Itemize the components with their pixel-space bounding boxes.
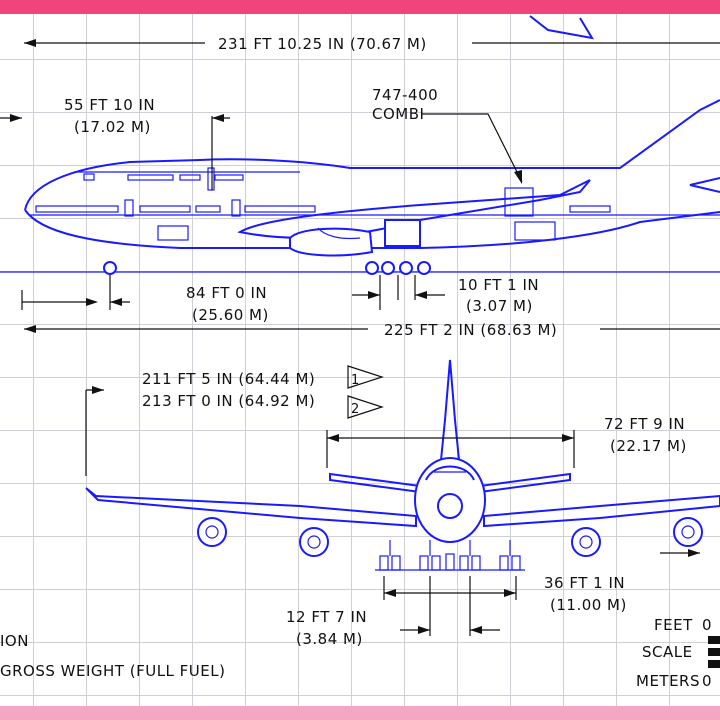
upper-dim-m: (17.02 M) [74, 118, 151, 136]
model-variant: COMBI [372, 105, 424, 123]
gear-track-m: (11.00 M) [550, 596, 627, 614]
scale-bar-mid [708, 648, 720, 656]
legend-feet: FEET [654, 616, 693, 634]
main-gear-wheels [365, 261, 431, 275]
legend-meters: METERS [636, 672, 700, 690]
scale-legend: FEET 0 SCALE METERS 0 [636, 616, 720, 690]
upper-windows [83, 173, 244, 181]
gear-spacing-ft: 10 FT 1 IN [458, 276, 539, 294]
wing-left-front [85, 487, 417, 528]
stabilizer-right [479, 472, 571, 494]
front-view [85, 359, 720, 571]
footnote-2: GROSS WEIGHT (FULL FUEL) [0, 662, 225, 680]
stabilizer-left [329, 472, 421, 494]
note-2: 2 [351, 402, 360, 417]
footnote-1: ION [0, 632, 29, 650]
wingspan-1: 211 FT 5 IN (64.44 M) [142, 370, 315, 388]
stabilizer-span-ft: 72 FT 9 IN [604, 415, 685, 433]
tail-fin-top [529, 15, 594, 40]
wheelbase-ft: 84 FT 0 IN [186, 284, 267, 302]
legend-scale: SCALE [642, 643, 693, 661]
top-border-bar [0, 0, 720, 14]
fuselage-length-label: 225 FT 2 IN (68.63 M) [384, 321, 557, 339]
legend-feet-zero: 0 [702, 616, 712, 634]
tail-horizontal [689, 177, 720, 193]
main-windows [35, 167, 611, 217]
nose-width-ft: 12 FT 7 IN [286, 608, 367, 626]
wing-right-front [483, 494, 720, 528]
note-1: 1 [351, 373, 360, 388]
nose-width-m: (3.84 M) [296, 630, 363, 648]
upper-deck-front [425, 465, 475, 481]
note-flag-1 [347, 365, 384, 389]
fuselage-front [414, 457, 486, 543]
wheelbase-m: (25.60 M) [192, 306, 269, 324]
fuselage-outline [24, 99, 720, 249]
note-flag-2 [347, 395, 384, 419]
landing-gear-front [375, 540, 525, 571]
scale-bar-feet [708, 636, 720, 644]
upper-dim-ft: 55 FT 10 IN [64, 96, 155, 114]
model-name: 747-400 [372, 86, 438, 104]
engine-pylon [317, 227, 361, 240]
overall-length-label: 231 FT 10.25 IN (70.67 M) [218, 35, 427, 53]
stabilizer-span-m: (22.17 M) [610, 437, 687, 455]
front-tail-fin [438, 359, 462, 471]
nose-radome [437, 493, 463, 519]
wingspan-2: 213 FT 0 IN (64.92 M) [142, 392, 315, 410]
front-dimensions: 211 FT 5 IN (64.44 M) 213 FT 0 IN (64.92… [85, 365, 700, 648]
scale-bar-meters [708, 660, 720, 668]
legend-meters-zero: 0 [702, 672, 712, 690]
bottom-border-bar [0, 706, 720, 720]
engine-outboard [289, 227, 374, 257]
gear-track-ft: 36 FT 1 IN [544, 574, 625, 592]
side-dimensions: 231 FT 10.25 IN (70.67 M) 55 FT 10 IN (1… [0, 35, 720, 339]
side-view [0, 15, 720, 275]
engine-inboard [384, 219, 421, 247]
gear-spacing-m: (3.07 M) [466, 297, 533, 315]
engines-front [197, 517, 703, 557]
blueprint-sheet [0, 14, 720, 706]
nose-gear-wheel [103, 261, 117, 275]
